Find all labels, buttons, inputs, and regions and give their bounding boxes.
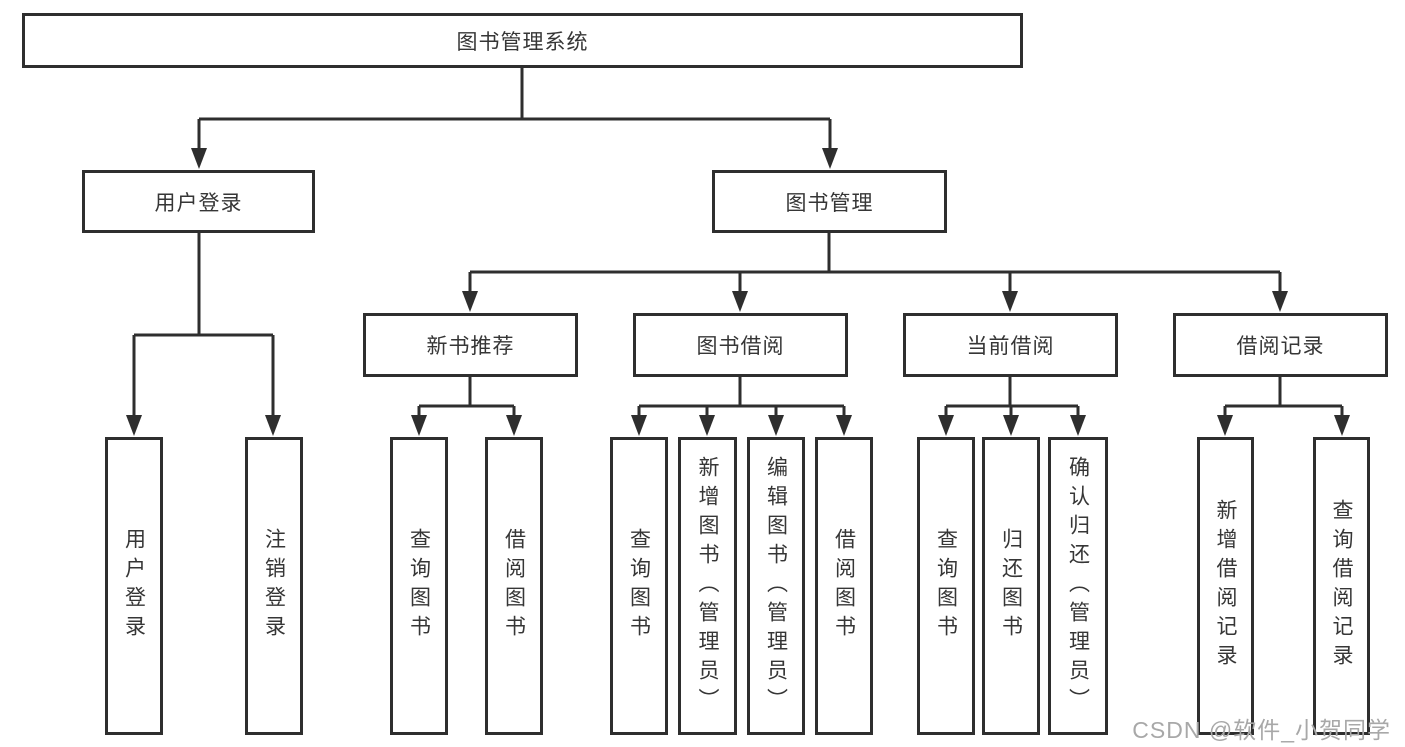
leaf-query-books-borrow: 查询图书	[610, 437, 668, 735]
leaf-query-books-current: 查询图书	[917, 437, 975, 735]
arrow-icon	[1002, 291, 1018, 312]
leaf-return-book: 归还图书	[982, 437, 1040, 735]
connector-new-book-recommend	[417, 377, 516, 417]
arrow-icon	[938, 415, 954, 436]
arrow-icon	[265, 415, 281, 436]
connector-user-login	[132, 233, 275, 417]
arrow-icon	[411, 415, 427, 436]
node-library-system: 图书管理系统	[22, 13, 1023, 68]
leaf-add-book-admin: 新增图书（管理员）	[678, 437, 737, 735]
connector-root	[197, 68, 832, 151]
connector-borrow-records	[1223, 377, 1344, 417]
arrow-icon	[836, 415, 852, 436]
node-new-book-recommend: 新书推荐	[363, 313, 578, 377]
node-borrow-records: 借阅记录	[1173, 313, 1388, 377]
arrow-icon	[191, 148, 207, 169]
arrow-icon	[732, 291, 748, 312]
leaf-borrow-books-recommend: 借阅图书	[485, 437, 543, 735]
leaf-add-borrow-record: 新增借阅记录	[1197, 437, 1254, 735]
leaf-edit-book-admin: 编辑图书（管理员）	[747, 437, 805, 735]
arrow-icon	[462, 291, 478, 312]
arrowheads	[126, 148, 1350, 436]
arrow-icon	[1334, 415, 1350, 436]
arrow-icon	[126, 415, 142, 436]
leaf-query-books-recommend: 查询图书	[390, 437, 448, 735]
leaf-query-borrow-record: 查询借阅记录	[1313, 437, 1370, 735]
arrow-icon	[1070, 415, 1086, 436]
connector-book-borrow	[637, 377, 846, 417]
node-book-management: 图书管理	[712, 170, 947, 233]
arrow-icon	[768, 415, 784, 436]
arrow-icon	[1217, 415, 1233, 436]
leaf-confirm-return-admin: 确认归还（管理员）	[1048, 437, 1108, 735]
leaf-user-login: 用户登录	[105, 437, 163, 735]
arrow-icon	[1003, 415, 1019, 436]
arrow-icon	[699, 415, 715, 436]
node-user-login-branch: 用户登录	[82, 170, 315, 233]
csdn-watermark: CSDN @软件_小贺同学	[1132, 717, 1391, 743]
arrow-icon	[506, 415, 522, 436]
node-current-borrow: 当前借阅	[903, 313, 1118, 377]
leaf-logout: 注销登录	[245, 437, 303, 735]
connector-book-management	[468, 233, 1282, 294]
arrow-icon	[1272, 291, 1288, 312]
node-book-borrow: 图书借阅	[633, 313, 848, 377]
connector-current-borrow	[944, 377, 1080, 417]
arrow-icon	[822, 148, 838, 169]
leaf-borrow-books: 借阅图书	[815, 437, 873, 735]
arrow-icon	[631, 415, 647, 436]
